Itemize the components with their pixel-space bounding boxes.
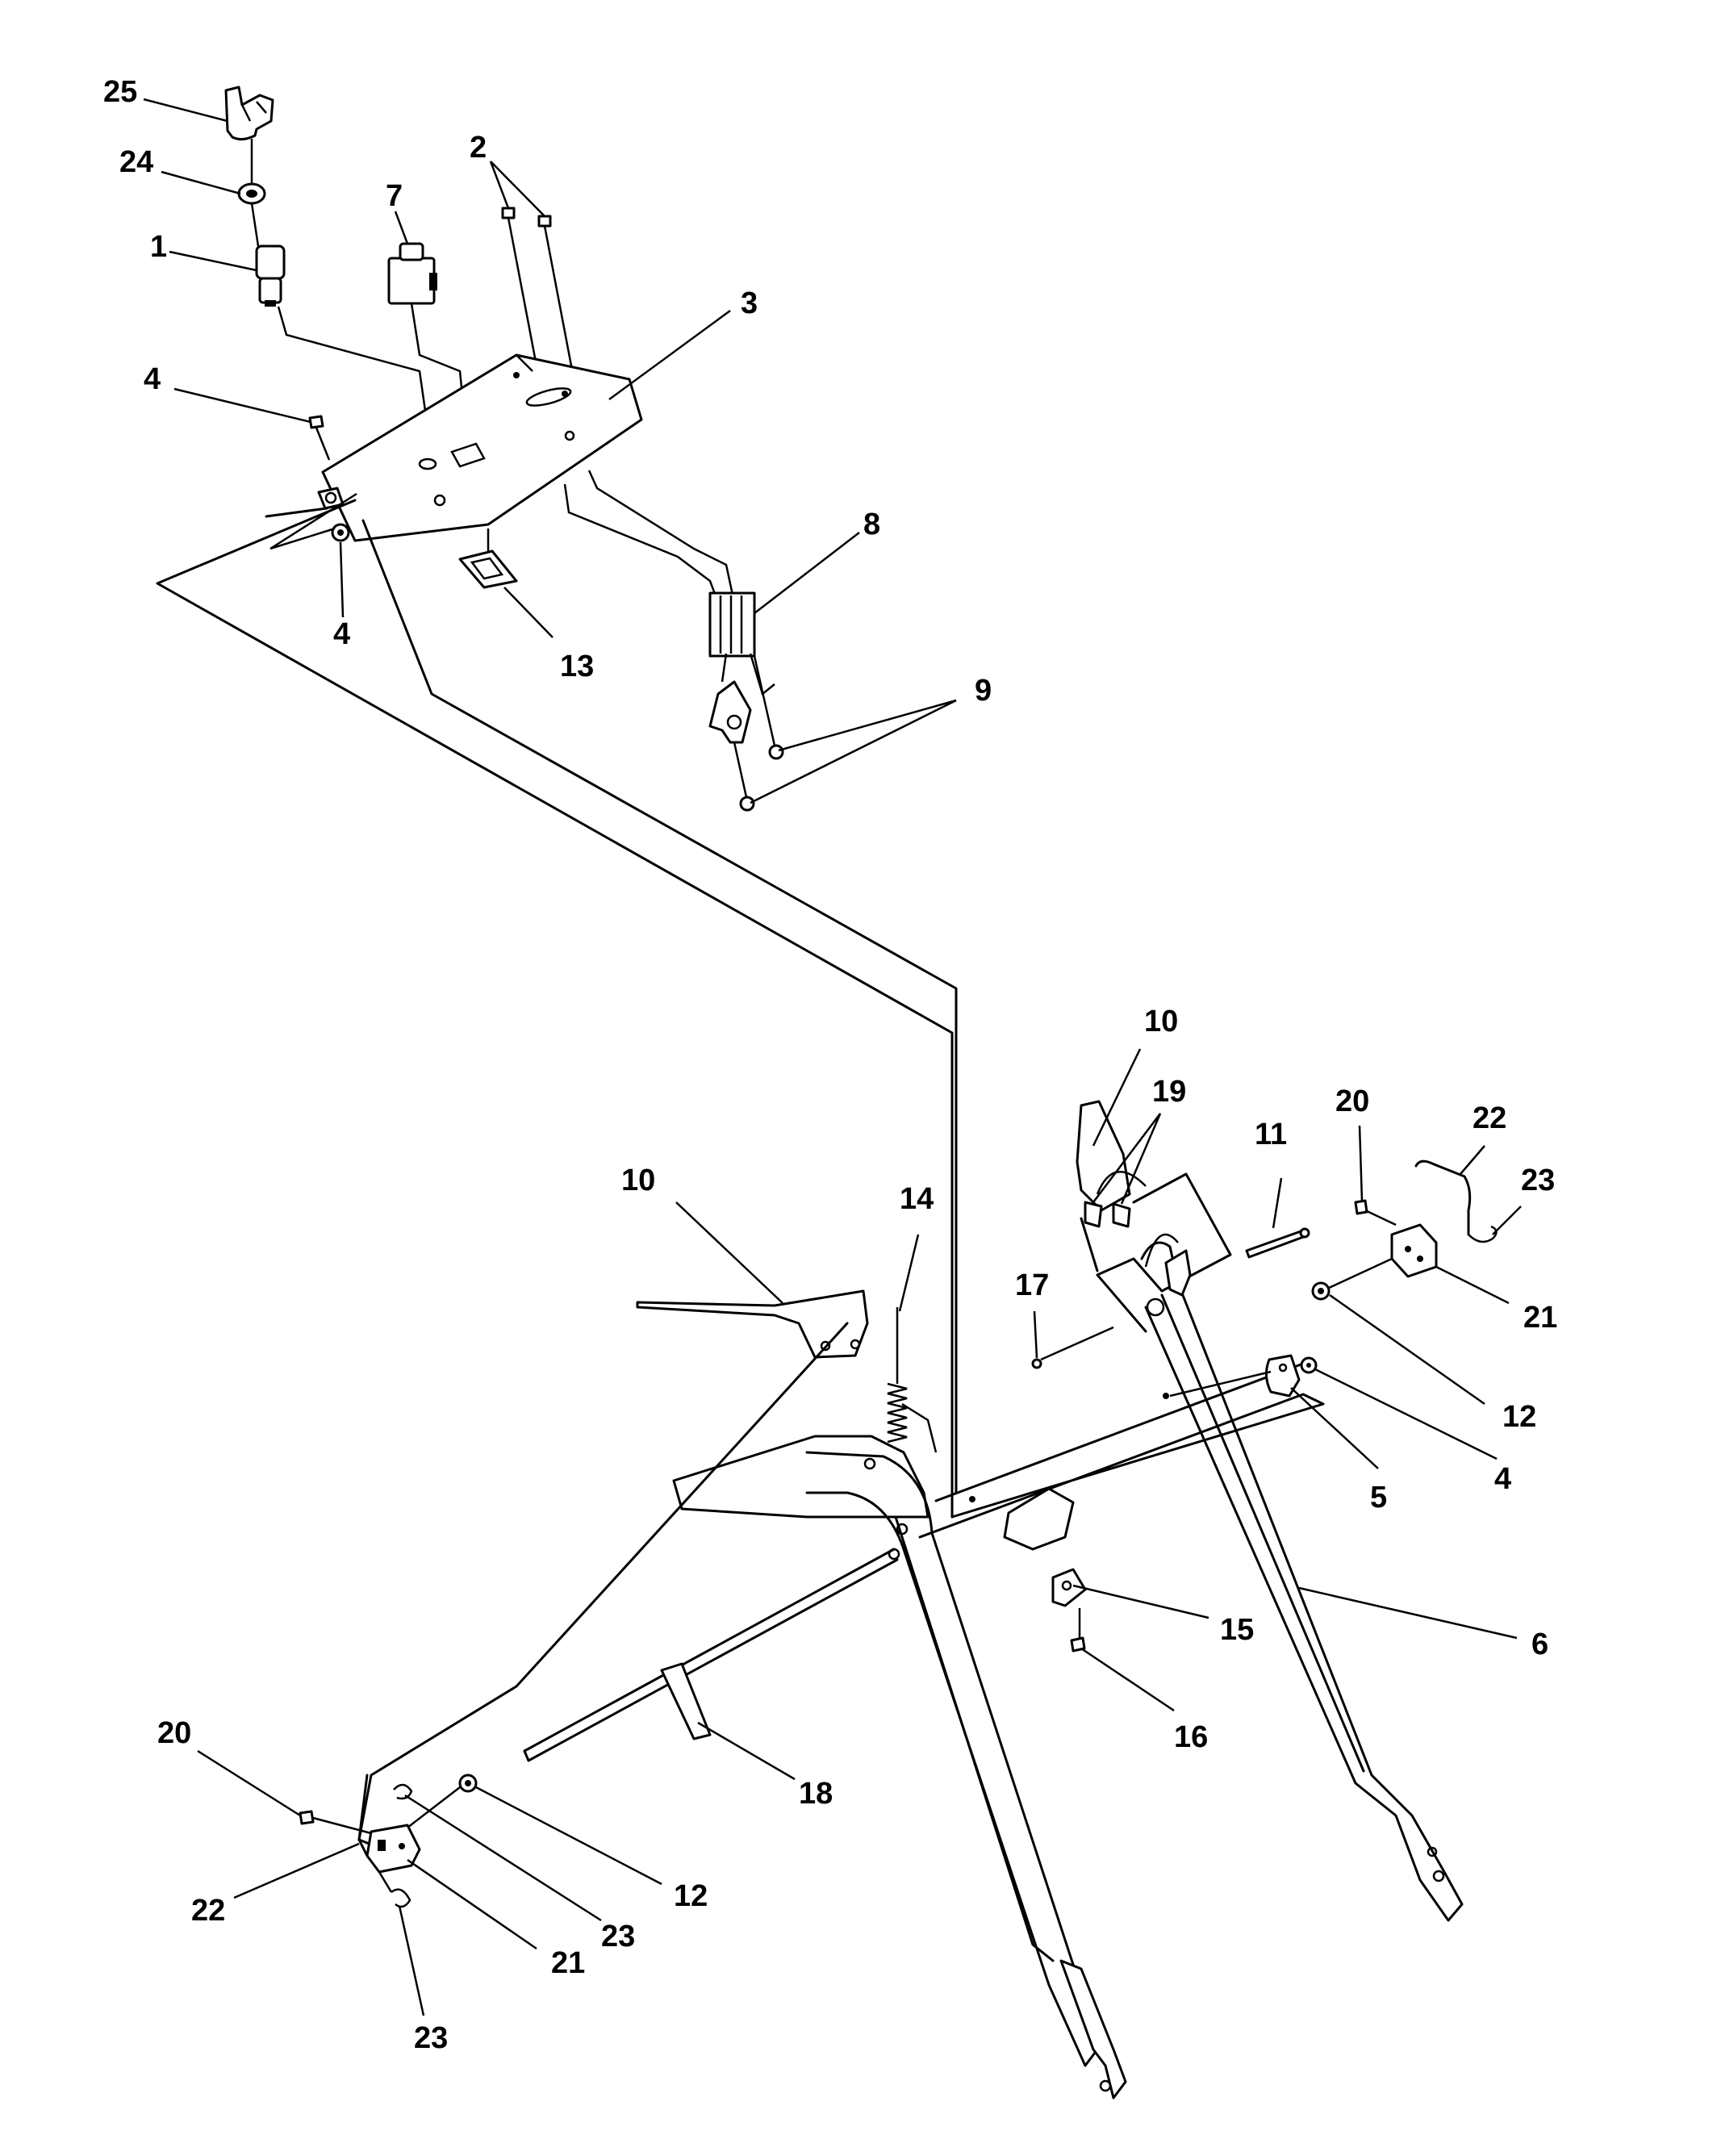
callout-19: 19 [1152, 1075, 1186, 1109]
callout-22-a: 22 [1473, 1101, 1506, 1135]
wire-rod-part-22-left [357, 1774, 369, 1857]
pin-part-11 [1245, 1227, 1310, 1259]
key-part-25 [224, 86, 274, 141]
callout-21-a: 21 [1523, 1301, 1557, 1335]
callout-20-b: 20 [157, 1716, 191, 1750]
crossbar [918, 1362, 1325, 1539]
screw-part-20-left [299, 1810, 372, 1835]
handle-grip-part-10-left [636, 1289, 869, 1359]
dash-panel-part-3 [321, 353, 643, 542]
callout-10-a: 10 [1144, 1005, 1178, 1038]
callout-22-b: 22 [191, 1894, 225, 1928]
callout-6: 6 [1531, 1627, 1548, 1661]
callout-15: 15 [1220, 1613, 1254, 1647]
handle-bar-part-6 [1140, 1241, 1464, 1922]
switch-part-21-right [1390, 1223, 1438, 1278]
ignition-switch-part-1 [255, 244, 286, 307]
handle-grip-part-10-right [1076, 1100, 1147, 1212]
callout-4-c: 4 [1494, 1462, 1511, 1496]
nut-part-12-right [1311, 1257, 1393, 1301]
clip-part-23-left-lower [378, 1871, 411, 1908]
callout-9: 9 [975, 674, 992, 708]
handle-frame-left [672, 1435, 1127, 2100]
callout-14: 14 [900, 1182, 934, 1216]
callout-23-a: 23 [1521, 1164, 1555, 1197]
nut-part-24 [237, 182, 266, 205]
screw-part-4-upper [308, 415, 331, 461]
gasket-part-13 [458, 549, 518, 589]
clip-part-23-left-upper [393, 1783, 413, 1800]
callout-18: 18 [799, 1777, 833, 1811]
callout-labels: 25 24 1 7 2 3 4 4 13 8 9 10 19 11 20 22 … [103, 75, 1557, 2055]
bracket-part-15 [1003, 1487, 1087, 1607]
bracket-plate-right [1080, 1172, 1232, 1333]
screw-part-17 [1031, 1326, 1114, 1369]
callout-4-a: 4 [144, 362, 161, 396]
callout-23-b: 23 [601, 1920, 635, 1953]
clips-part-19 [1084, 1201, 1131, 1228]
screw-part-4-lower [331, 523, 350, 542]
spring-part-14 [887, 1307, 938, 1453]
rod-part-18 [523, 1548, 900, 1762]
screw-part-20-right [1354, 1199, 1397, 1226]
callout-10-b: 10 [621, 1164, 655, 1197]
clip-part-23-right [1468, 1225, 1498, 1243]
callout-leaders [143, 98, 1522, 2016]
callout-4-b: 4 [333, 617, 350, 651]
lever-bracket-part-8 [563, 470, 775, 744]
callout-8: 8 [863, 508, 880, 541]
screw-part-4-right [1300, 1356, 1318, 1374]
callout-21-b: 21 [551, 1946, 585, 1980]
pto-switch-part-7 [387, 242, 437, 305]
callout-5: 5 [1370, 1481, 1387, 1515]
callout-7: 7 [386, 179, 403, 213]
callout-1: 1 [150, 230, 167, 264]
nut-part-12-left [407, 1774, 478, 1828]
callout-16: 16 [1174, 1720, 1208, 1754]
callout-25: 25 [103, 75, 137, 109]
screw-part-16 [1070, 1608, 1086, 1653]
callout-24: 24 [119, 145, 153, 179]
callout-2: 2 [470, 131, 487, 165]
callout-20-a: 20 [1335, 1084, 1369, 1118]
callout-3: 3 [741, 286, 758, 320]
callout-13: 13 [560, 650, 594, 683]
bracket-part-18 [660, 1662, 712, 1740]
wire-rod-part-22-right [1414, 1159, 1472, 1236]
callout-11: 11 [1255, 1118, 1287, 1151]
switch-part-21-left [366, 1824, 421, 1874]
callout-23-c: 23 [414, 2021, 448, 2055]
callout-12-b: 12 [674, 1879, 708, 1913]
wire-harness [156, 499, 958, 1519]
nuts-part-9 [733, 655, 784, 812]
callout-17: 17 [1015, 1268, 1049, 1302]
clamp-part-5 [1169, 1354, 1301, 1398]
callout-12-a: 12 [1502, 1400, 1536, 1434]
